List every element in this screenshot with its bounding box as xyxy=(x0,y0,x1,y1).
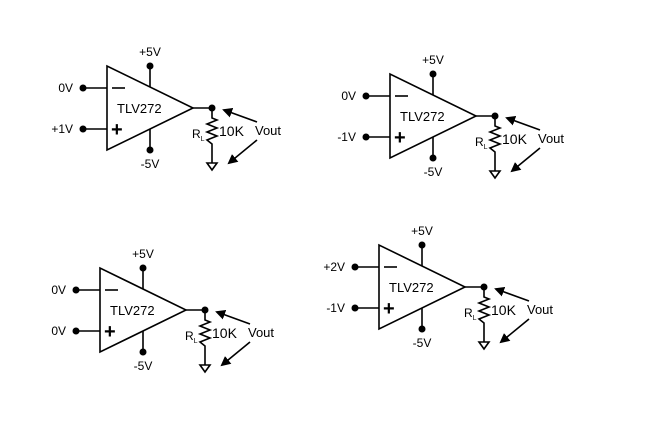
noninverting-input-terminal xyxy=(79,125,87,133)
vout-arrow-node xyxy=(494,287,530,302)
positive-supply-label: +5V xyxy=(139,45,161,59)
negative-supply-label: -5V xyxy=(141,157,160,171)
negative-supply-terminal xyxy=(146,146,154,154)
resistor-label: RL xyxy=(464,306,477,322)
noninverting-input-voltage: 0V xyxy=(51,324,66,338)
noninverting-input-terminal xyxy=(72,327,80,335)
chip-label: TLV272 xyxy=(400,109,445,124)
inverting-input-voltage: +2V xyxy=(323,260,345,274)
resistor-label: RL xyxy=(185,329,198,345)
noninverting-input-voltage: -1V xyxy=(326,301,345,315)
vout-label: Vout xyxy=(248,325,274,340)
inverting-input-terminal xyxy=(79,84,87,92)
load-resistor xyxy=(487,116,503,171)
resistor-value: 10K xyxy=(212,325,238,341)
positive-supply-label: +5V xyxy=(411,224,433,238)
vout-label: Vout xyxy=(527,302,553,317)
resistor-value: 10K xyxy=(502,131,528,147)
negative-supply-label: -5V xyxy=(424,165,443,179)
noninverting-input-voltage: -1V xyxy=(337,130,356,144)
chip-label: TLV272 xyxy=(110,303,155,318)
inverting-input-terminal xyxy=(72,286,80,294)
positive-supply-terminal xyxy=(429,70,437,78)
negative-supply-terminal xyxy=(418,325,426,333)
opamp-circuit-4: +2V -1V + TLV272 +5V -5V RL 10K Vout xyxy=(323,224,553,351)
noninverting-input-terminal xyxy=(351,304,359,312)
vout-arrow-ground xyxy=(220,341,251,367)
opamp-circuit-3: 0V 0V + TLV272 +5V -5V RL 10K Vout xyxy=(51,247,274,374)
resistor-label: RL xyxy=(475,135,488,151)
plus-sign: + xyxy=(104,321,116,343)
load-resistor xyxy=(204,108,220,163)
plus-sign: + xyxy=(111,119,123,141)
load-resistor xyxy=(476,287,492,342)
vout-arrow-ground xyxy=(499,318,530,344)
negative-supply-label: -5V xyxy=(134,359,153,373)
load-resistor xyxy=(197,310,213,365)
negative-supply-terminal xyxy=(139,348,147,356)
vout-label: Vout xyxy=(538,131,564,146)
resistor-value: 10K xyxy=(219,123,245,139)
vout-arrow-node xyxy=(505,116,541,131)
vout-arrow-ground xyxy=(227,139,258,165)
inverting-input-voltage: 0V xyxy=(341,89,356,103)
negative-supply-terminal xyxy=(429,154,437,162)
ground-icon xyxy=(477,341,491,351)
noninverting-input-terminal xyxy=(362,133,370,141)
chip-label: TLV272 xyxy=(117,101,162,116)
positive-supply-label: +5V xyxy=(422,53,444,67)
positive-supply-terminal xyxy=(146,62,154,70)
noninverting-input-voltage: +1V xyxy=(51,122,73,136)
opamp-circuit-1: 0V +1V + TLV272 +5V -5V RL 10K Vout xyxy=(51,45,281,172)
resistor-value: 10K xyxy=(491,302,517,318)
chip-label: TLV272 xyxy=(389,280,434,295)
vout-arrow-node xyxy=(222,108,258,123)
ground-icon xyxy=(205,162,219,172)
inverting-input-terminal xyxy=(351,263,359,271)
inverting-input-voltage: 0V xyxy=(58,81,73,95)
ground-icon xyxy=(488,170,502,180)
resistor-label: RL xyxy=(192,127,205,143)
positive-supply-terminal xyxy=(418,241,426,249)
plus-sign: + xyxy=(383,298,395,320)
positive-supply-terminal xyxy=(139,264,147,272)
vout-arrow-ground xyxy=(510,147,541,173)
positive-supply-label: +5V xyxy=(132,247,154,261)
vout-arrow-node xyxy=(215,310,251,325)
inverting-input-terminal xyxy=(362,92,370,100)
plus-sign: + xyxy=(394,127,406,149)
vout-label: Vout xyxy=(255,123,281,138)
ground-icon xyxy=(198,364,212,374)
opamp-circuit-2: 0V -1V + TLV272 +5V -5V RL 10K Vout xyxy=(337,53,564,180)
inverting-input-voltage: 0V xyxy=(51,283,66,297)
negative-supply-label: -5V xyxy=(413,336,432,350)
